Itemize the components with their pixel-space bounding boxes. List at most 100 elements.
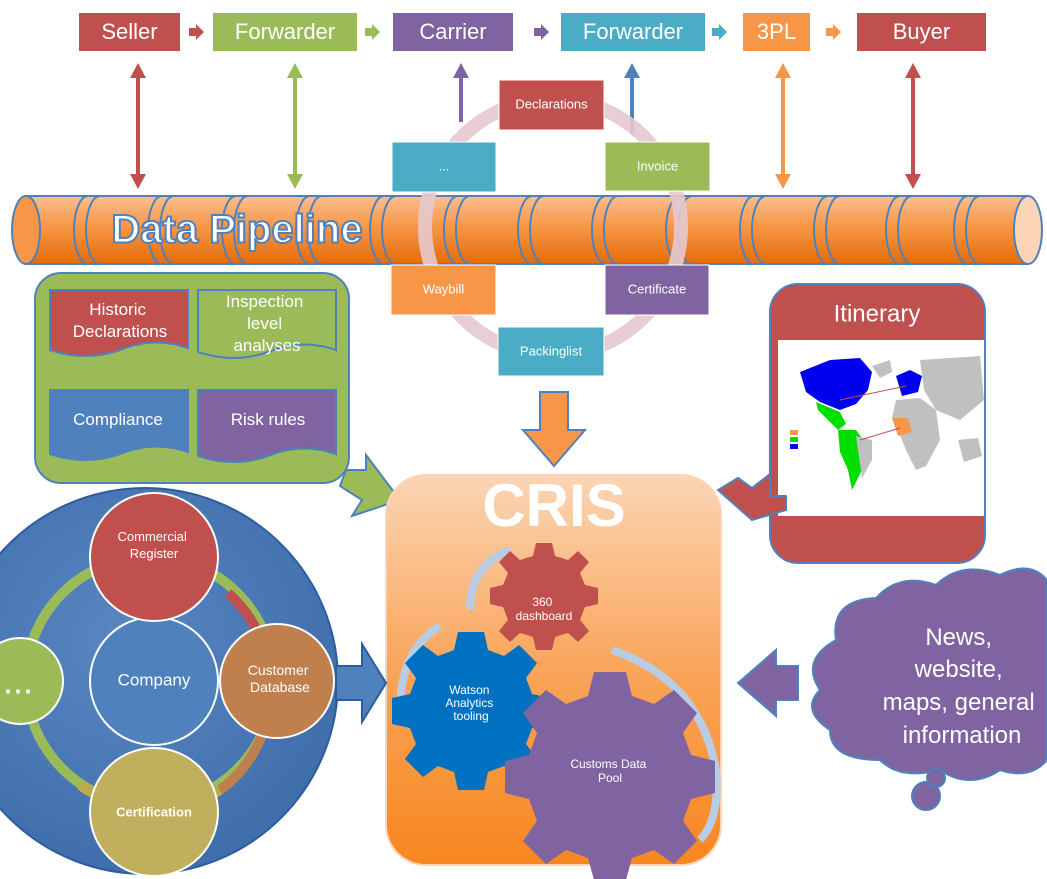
cloud-text-line: News, bbox=[925, 624, 992, 651]
company-center-label: Company bbox=[118, 670, 191, 689]
gear-360-dashboard[interactable]: 360 dashboard bbox=[490, 543, 598, 650]
cloud-text-line: website, bbox=[914, 656, 1003, 683]
diagonal-arrow-icon bbox=[338, 452, 402, 518]
world-map-icon bbox=[790, 356, 984, 490]
gear-label-line: tooling bbox=[453, 709, 488, 723]
info-cloud: News, website, maps, general information bbox=[811, 567, 1047, 811]
doc-label: ... bbox=[439, 158, 450, 173]
itinerary-panel: Itinerary bbox=[769, 283, 986, 564]
right-arrow-icon bbox=[335, 640, 388, 726]
left-arrow-icon bbox=[736, 647, 799, 719]
gear-label-line: 360 bbox=[532, 595, 552, 609]
chain-box-buyer[interactable]: Buyer bbox=[857, 13, 986, 51]
history-label-line: Declarations bbox=[73, 322, 168, 341]
cloud-text-line: information bbox=[903, 722, 1022, 749]
chain-label-buyer: Buyer bbox=[893, 19, 950, 44]
cris-title: CRIS bbox=[482, 472, 625, 539]
doc-label: Waybill bbox=[423, 281, 465, 296]
chain-arrow-icon bbox=[189, 24, 204, 40]
doc-label: Packinglist bbox=[520, 343, 583, 358]
double-arrow-icon bbox=[287, 63, 303, 189]
company-node-label: Commercial Register bbox=[118, 529, 191, 561]
history-doc-inspection-analyses[interactable]: Inspection level analyses bbox=[197, 289, 337, 359]
gear-label: Watson Analytics tooling bbox=[445, 683, 496, 723]
history-label: Inspection level analyses bbox=[226, 292, 308, 355]
history-label-line: analyses bbox=[233, 336, 300, 355]
history-label: Risk rules bbox=[231, 410, 306, 429]
chain-arrow-icon bbox=[365, 24, 380, 40]
down-arrow-icon bbox=[520, 391, 588, 468]
doc-waybill[interactable]: Waybill bbox=[390, 264, 497, 316]
history-label: Compliance bbox=[73, 410, 163, 429]
chain-arrow-icon bbox=[712, 24, 727, 40]
chain-label-forwarder-2: Forwarder bbox=[583, 19, 683, 44]
chain-box-carrier[interactable]: Carrier bbox=[393, 13, 513, 51]
diagonal-arrow-icon bbox=[716, 471, 787, 522]
doc-more[interactable]: ... bbox=[391, 141, 497, 193]
company-node-customer-database[interactable]: Customer Database bbox=[219, 623, 335, 739]
cloud-text-line: maps, general bbox=[883, 689, 1035, 716]
chain-label-3pl: 3PL bbox=[757, 19, 796, 44]
company-node-certification[interactable]: Certification bbox=[89, 747, 219, 877]
cycle-arrow-icon bbox=[610, 646, 721, 843]
double-arrow-icon bbox=[130, 63, 146, 189]
history-label-line: level bbox=[247, 314, 282, 333]
history-label-line: Historic bbox=[89, 300, 146, 319]
company-node-label: Customer Database bbox=[248, 662, 313, 695]
history-panel: Historic Declarations Inspection level a… bbox=[34, 272, 350, 484]
history-doc-risk-rules[interactable]: Risk rules bbox=[197, 389, 337, 463]
doc-label: Declarations bbox=[515, 96, 588, 111]
doc-label: Certificate bbox=[628, 281, 687, 296]
gear-label: 360 dashboard bbox=[516, 595, 573, 623]
itinerary-title: Itinerary bbox=[834, 300, 921, 327]
company-center[interactable]: Company bbox=[89, 616, 219, 746]
company-node-commercial-register[interactable]: Commercial Register bbox=[89, 492, 219, 622]
doc-packinglist[interactable]: Packinglist bbox=[497, 326, 605, 377]
cloud-text: News, website, maps, general information bbox=[883, 624, 1042, 749]
chain-pipeline-arrows bbox=[130, 63, 921, 189]
chain-arrow-icon bbox=[826, 24, 841, 40]
doc-certificate[interactable]: Certificate bbox=[604, 264, 710, 316]
doc-invoice[interactable]: Invoice bbox=[604, 141, 711, 192]
gear-label-line: Watson bbox=[449, 683, 489, 697]
documents-cycle: Declarations Invoice Certificate Packing… bbox=[390, 79, 711, 377]
chain-box-forwarder-2[interactable]: Forwarder bbox=[561, 13, 705, 51]
company-node-label: ... bbox=[3, 661, 33, 702]
history-doc-historic-declarations[interactable]: Historic Declarations bbox=[49, 289, 189, 357]
company-node-more[interactable]: ... bbox=[0, 637, 64, 725]
supply-chain-row: Seller Forwarder Carrier Forwarder 3PL B… bbox=[79, 13, 986, 51]
cris-panel: CRIS 360 dashboard Watson Analytics tool… bbox=[385, 472, 722, 879]
company-node-label-line: Commercial bbox=[118, 529, 187, 544]
gear-label-line: Customs Data bbox=[570, 757, 646, 771]
chain-box-3pl[interactable]: 3PL bbox=[743, 13, 810, 51]
company-node-label: Certification bbox=[116, 804, 192, 819]
history-label-line: Inspection bbox=[226, 292, 304, 311]
company-node-label-line: Register bbox=[130, 546, 179, 561]
chain-label-seller: Seller bbox=[101, 19, 157, 44]
doc-label: Invoice bbox=[637, 158, 678, 173]
doc-declarations[interactable]: Declarations bbox=[498, 79, 605, 131]
double-arrow-icon bbox=[905, 63, 921, 189]
chain-label-carrier: Carrier bbox=[419, 19, 486, 44]
company-ring: Company Commercial Register Customer Dat… bbox=[0, 487, 339, 877]
gear-label-line: dashboard bbox=[516, 609, 573, 623]
pipeline-segments bbox=[73, 195, 981, 265]
gear-label-line: Pool bbox=[598, 771, 622, 785]
gear-label: Customs Data Pool bbox=[570, 757, 649, 785]
cycle-arrow-icon bbox=[466, 546, 512, 611]
chain-box-forwarder-1[interactable]: Forwarder bbox=[213, 13, 357, 51]
history-doc-compliance[interactable]: Compliance bbox=[49, 389, 189, 461]
double-arrow-icon bbox=[775, 63, 791, 189]
company-node-label-line: Database bbox=[250, 679, 310, 695]
chain-label-forwarder-1: Forwarder bbox=[235, 19, 335, 44]
chain-arrow-icon bbox=[534, 24, 549, 40]
history-label: Historic Declarations bbox=[73, 300, 168, 341]
gear-label-line: Analytics bbox=[445, 696, 493, 710]
chain-box-seller[interactable]: Seller bbox=[79, 13, 180, 51]
gear-watson-analytics[interactable]: Watson Analytics tooling bbox=[392, 632, 550, 790]
company-node-label-line: Customer bbox=[248, 662, 309, 678]
pipeline-label: Data Pipeline bbox=[111, 208, 362, 252]
gear-customs-data-pool[interactable]: Customs Data Pool bbox=[505, 672, 715, 879]
